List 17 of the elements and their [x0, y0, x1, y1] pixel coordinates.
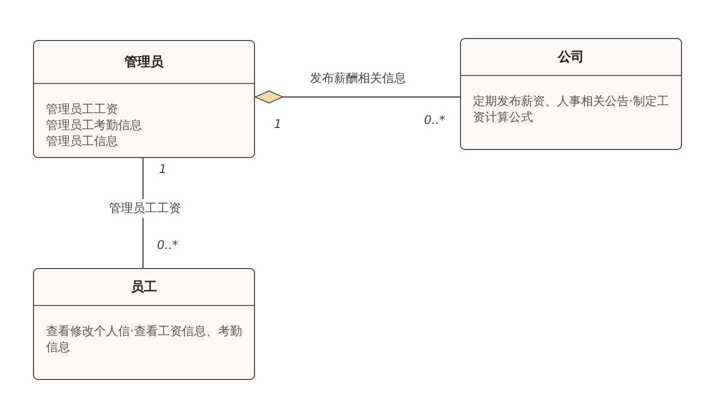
description-text: 查看修改个人信·查看工资信息、考勤信息	[46, 323, 243, 355]
class-box	[33, 40, 255, 158]
multiplicity-label: 0..*	[424, 113, 446, 127]
multiplicity-label: 1	[159, 162, 167, 176]
class-name: 公司	[558, 49, 584, 66]
attribute-text: 管理员工工资	[46, 101, 119, 117]
class-box	[460, 38, 682, 150]
class-name: 管理员	[124, 54, 164, 71]
class-box	[33, 268, 255, 380]
multiplicity-label: 0..*	[157, 238, 178, 252]
aggregation-line	[254, 90, 460, 104]
edge-label: 管理员工工资	[107, 198, 183, 218]
attribute-text: 管理员工信息	[46, 133, 119, 149]
description-text: 定期发布薪资、人事相关公告·制定工资计算公式	[473, 93, 670, 125]
multiplicity-label: 1	[274, 117, 282, 131]
class-name: 员工	[131, 279, 157, 296]
attribute-text: 管理员工考勤信息	[46, 117, 143, 133]
